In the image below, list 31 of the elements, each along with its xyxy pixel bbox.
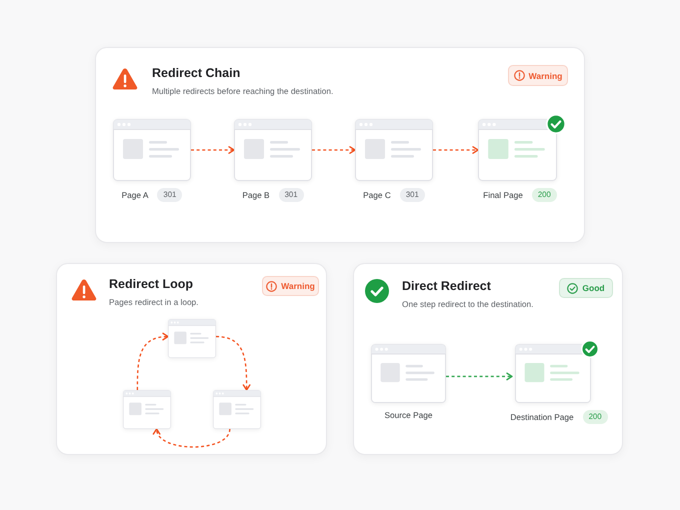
- status-badge: [559, 278, 613, 298]
- card-title: Redirect Loop: [109, 277, 194, 292]
- card-panel: [353, 263, 623, 455]
- page-label: Page B: [242, 190, 270, 200]
- browser-window-icon: [168, 319, 216, 358]
- card-description: One step redirect to the destination.: [402, 299, 534, 310]
- dashed-arrow: [154, 428, 230, 448]
- status-badge: [508, 65, 568, 86]
- card-panel: [56, 263, 327, 455]
- dashed-arrow: [433, 146, 479, 154]
- status-label: Warning: [281, 281, 315, 291]
- page-label: Page C: [363, 190, 391, 200]
- card-title: Direct Redirect: [402, 279, 492, 294]
- browser-window-icon: [123, 390, 171, 429]
- card-description: Pages redirect in a loop.: [109, 297, 198, 308]
- page-label: Destination Page: [510, 412, 574, 422]
- dashed-arrow: [216, 336, 250, 391]
- dashed-arrow: [446, 372, 513, 380]
- page-label: Source Page: [384, 410, 432, 421]
- browser-window-icon: [213, 390, 261, 429]
- card-title: Redirect Chain: [152, 66, 242, 81]
- page-label: Final Page: [483, 190, 523, 200]
- dashed-arrow: [191, 146, 235, 154]
- status-label: Good: [582, 283, 605, 293]
- card-description: Multiple redirects before reaching the destination.: [152, 86, 334, 97]
- dashed-arrow: [312, 146, 356, 154]
- status-badge: [262, 276, 319, 296]
- page-label: Page A: [122, 190, 148, 200]
- card-panel: [95, 47, 585, 243]
- dashed-arrow: [136, 333, 169, 390]
- status-label: Warning: [528, 70, 562, 80]
